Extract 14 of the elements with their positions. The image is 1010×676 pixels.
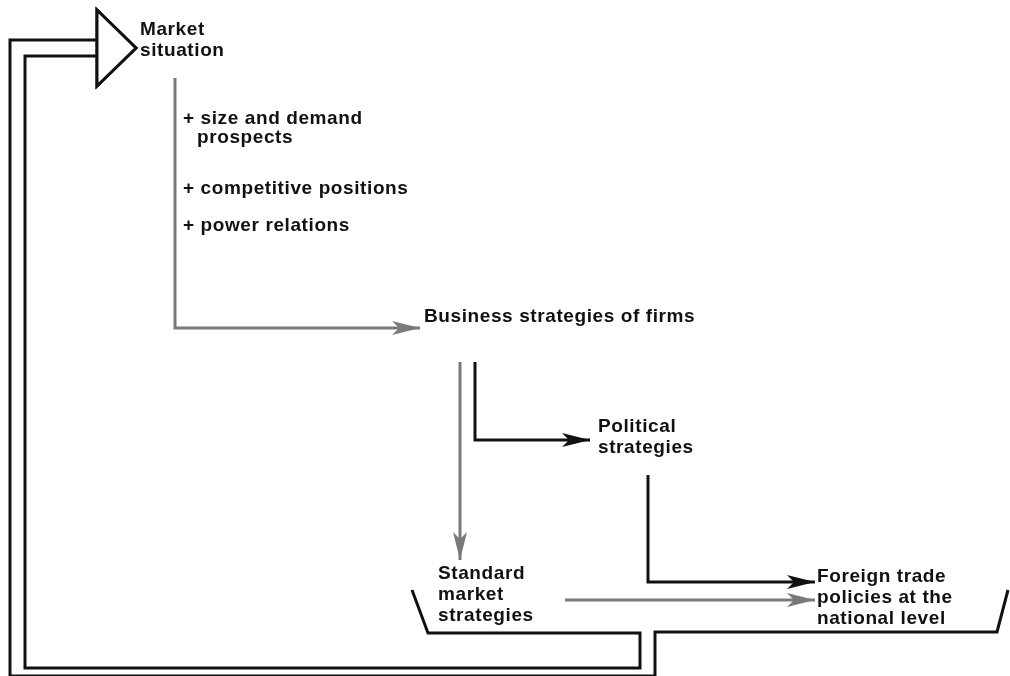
node-label: Business strategies of firms bbox=[424, 305, 697, 326]
arrow bbox=[473, 362, 590, 447]
node-label: Market situation bbox=[140, 18, 226, 60]
factor-label: + competitive positions bbox=[183, 178, 410, 197]
arrow bbox=[646, 475, 815, 589]
node-label: Foreign trade policies at the national level bbox=[817, 565, 954, 628]
arrow bbox=[565, 593, 815, 607]
factor-label: + size and demand prospects bbox=[183, 108, 364, 146]
arrow bbox=[453, 362, 467, 560]
arrow bbox=[173, 78, 420, 335]
factor-label: + power relations bbox=[183, 215, 351, 234]
node-label: Political strategies bbox=[598, 415, 695, 457]
node-label: Standard market strategies bbox=[438, 562, 535, 625]
feedback-arrow bbox=[8, 8, 1010, 676]
